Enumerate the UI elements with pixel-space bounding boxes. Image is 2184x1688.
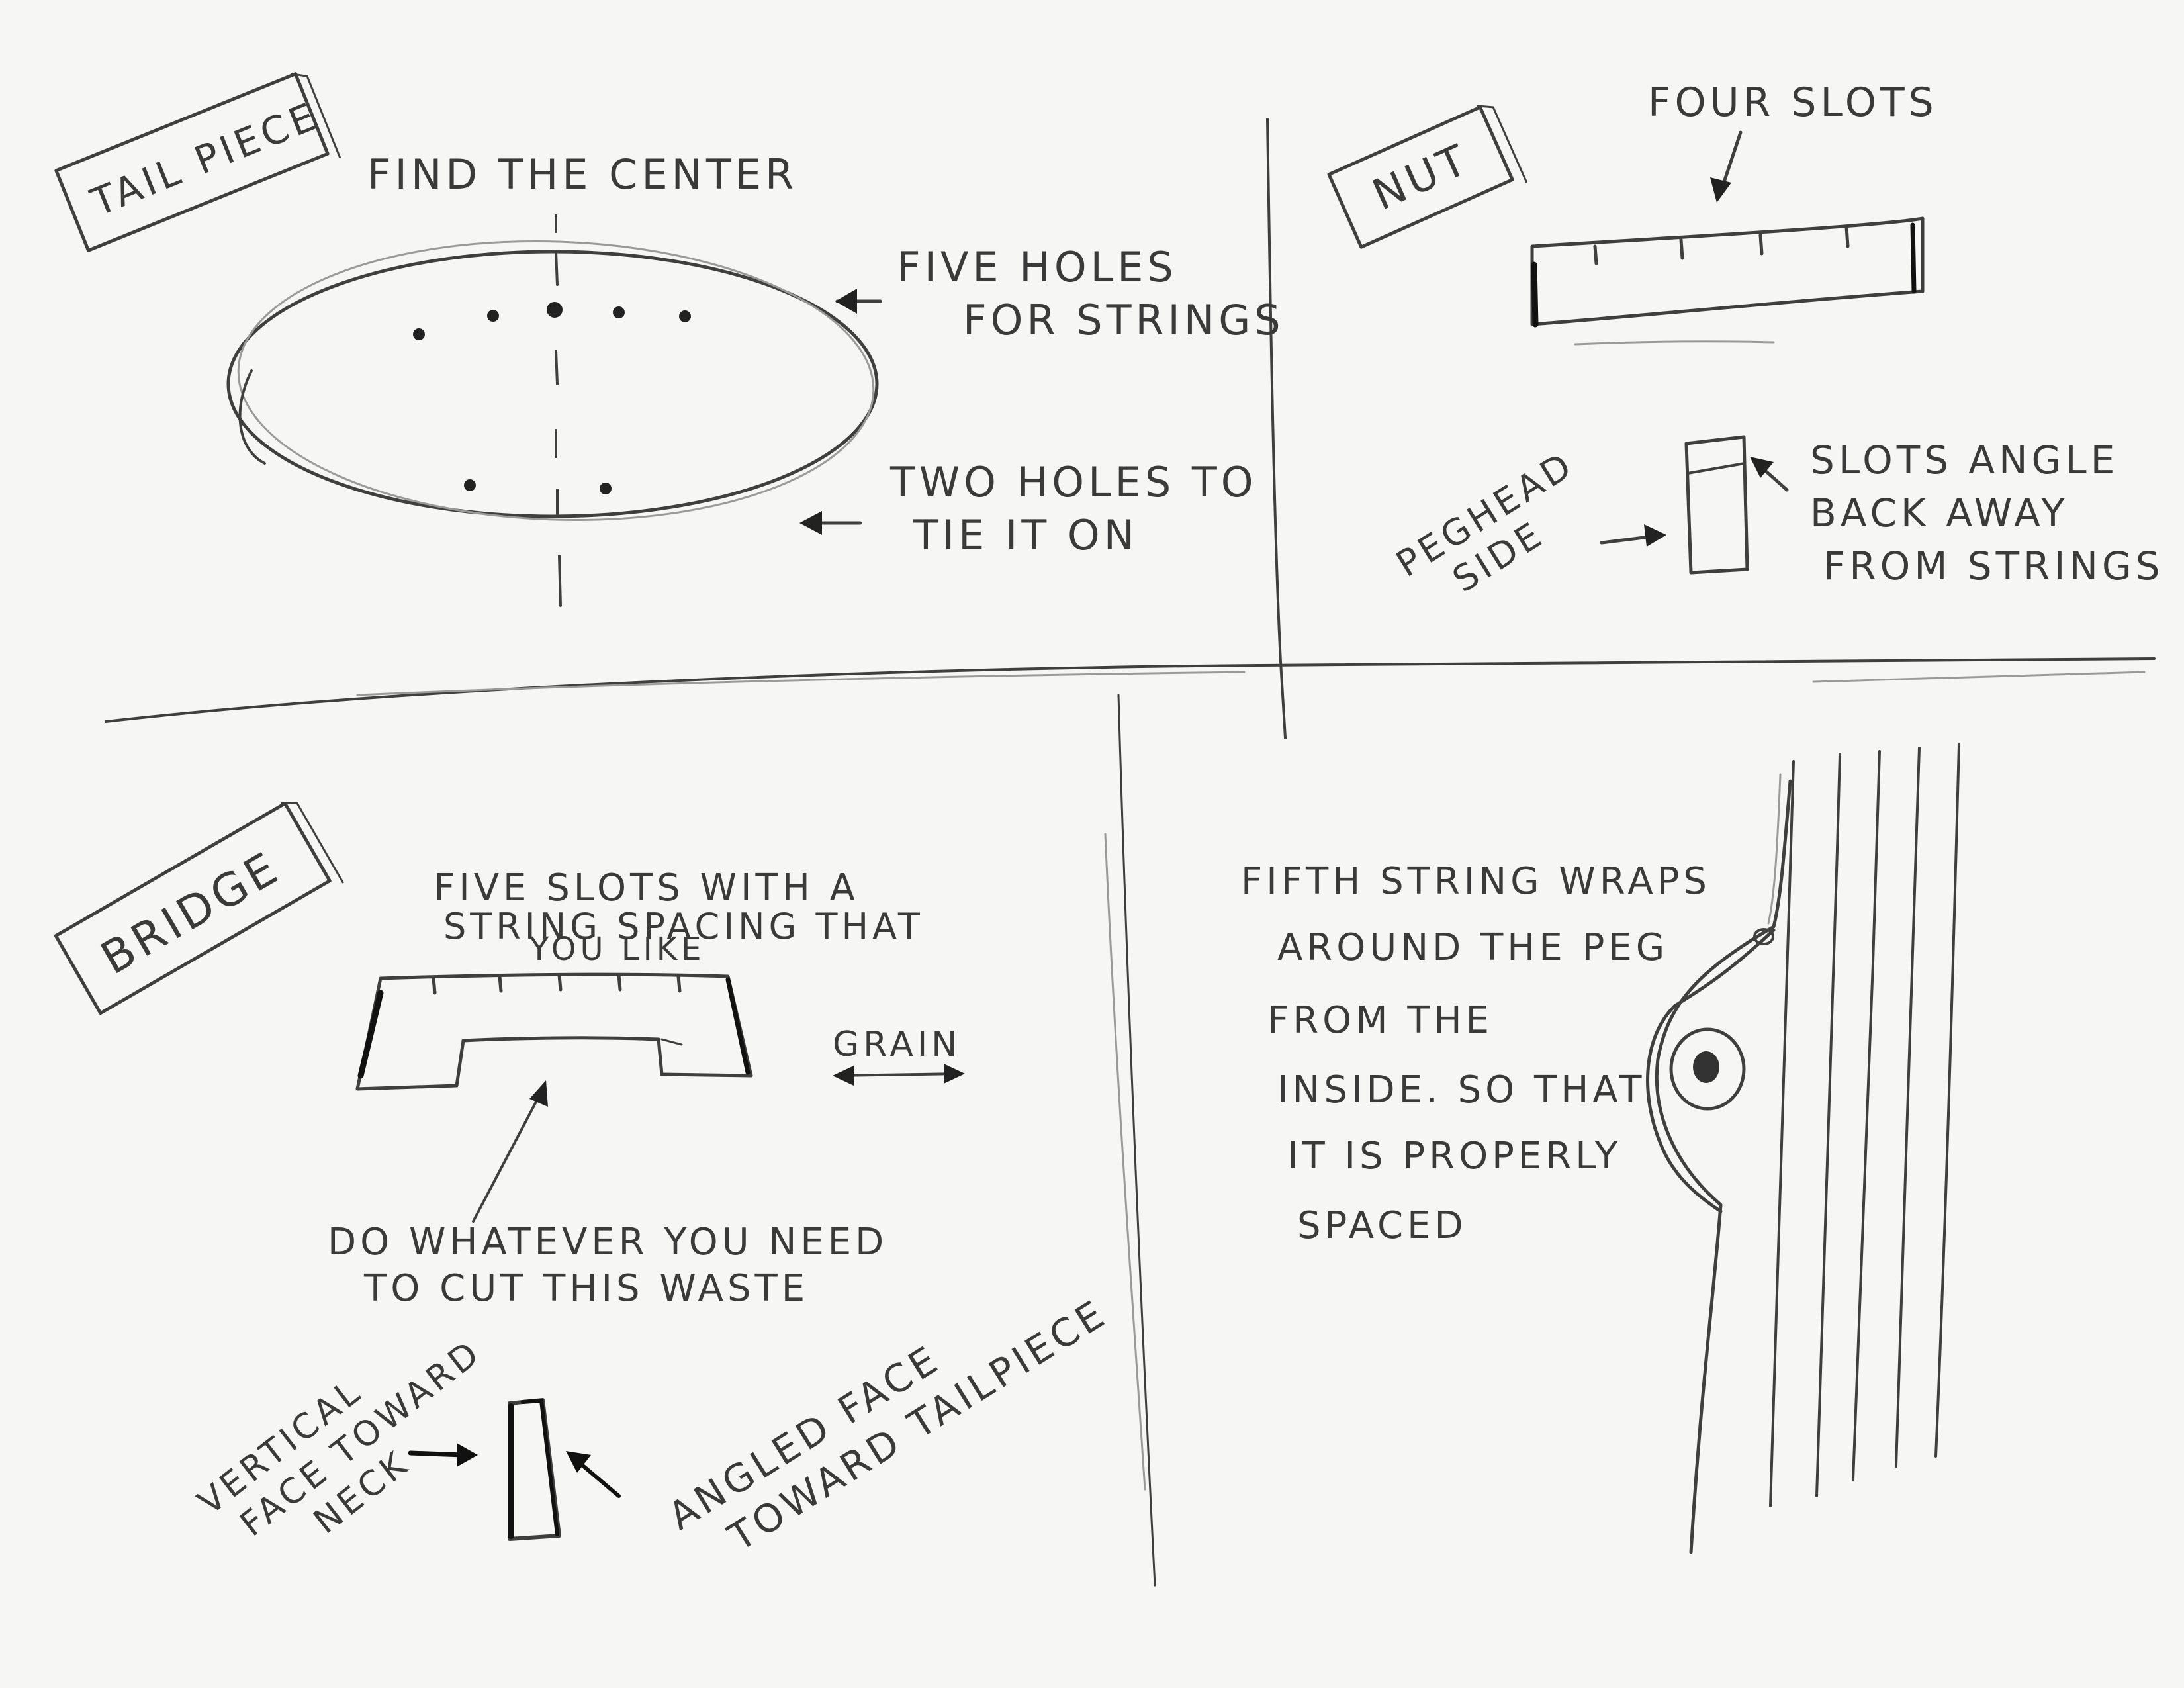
nut-faint-mark (1574, 340, 1775, 346)
fifth-string-post (1753, 928, 1774, 945)
nut-title-box: NUT (1327, 105, 1528, 249)
nut-title: NUT (1365, 134, 1477, 220)
bridge-profile-angled-face (521, 1399, 559, 1536)
five-holes-arrowhead (835, 289, 857, 314)
horizontal-divider-faint-right (1812, 671, 2146, 683)
horizontal-divider (105, 657, 2156, 723)
vertical-face-label: VERTICAL FACE TOWARD NECK (191, 1332, 489, 1544)
bridge-profile (508, 1398, 561, 1541)
waste-arrowhead (529, 1080, 548, 1107)
bridge-title-box: BRIDGE (54, 802, 344, 1015)
slots-angle-label-2: BACK AWAY (1810, 491, 2069, 536)
waste-label-1: DO WHATEVER YOU NEED (328, 1221, 887, 1264)
angled-face-arrowhead (566, 1451, 591, 1473)
nut-end-right (1910, 222, 1917, 294)
angled-face-arrow (574, 1458, 621, 1498)
nut-blank (1530, 216, 1925, 326)
quadrant-dividers (105, 118, 2156, 1587)
vertical-divider-bottom-faint (1104, 833, 1146, 1491)
vertical-divider-bottom (1117, 694, 1156, 1587)
four-slots-label: FOUR SLOTS (1648, 79, 1938, 126)
five-slots-label-1: FIVE SLOTS WITH A (433, 867, 859, 910)
grain-label: GRAIN (833, 1025, 961, 1064)
bridge-section: BRIDGE FIVE SLOTS WITH A STRING SPACING … (54, 802, 1115, 1560)
waste-label-2: TO CUT THIS WASTE (363, 1267, 809, 1310)
slots-angle-arrowhead (1750, 457, 1774, 478)
find-center-label: FIND THE CENTER (367, 150, 797, 199)
five-holes-label-2: FOR STRINGS (963, 296, 1285, 344)
slots-angle-label-1: SLOTS ANGLE (1810, 438, 2118, 483)
peg-note-line-6: SPACED (1297, 1204, 1467, 1247)
center-line (555, 214, 562, 607)
nut-end-left (1531, 261, 1539, 328)
peg-note-line-4: INSIDE. SO THAT (1277, 1068, 1645, 1111)
five-holes-label-1: FIVE HOLES (897, 243, 1177, 291)
bridge-outline (355, 972, 753, 1091)
bridge-cut-edge (660, 1038, 683, 1046)
neck-edge-faint (1767, 773, 1782, 925)
peg-note-line-3: FROM THE (1267, 999, 1493, 1042)
string-holes (413, 302, 691, 340)
four-slots-arrowhead (1710, 177, 1731, 203)
peg-section: FIFTH STRING WRAPS AROUND THE PEG FROM T… (1241, 743, 1960, 1554)
fifth-string (1646, 928, 1776, 1213)
slots-angle-label-3: FROM STRINGS (1823, 543, 2164, 588)
tailpiece-edge-stroke (238, 369, 266, 465)
bridge-title: BRIDGE (93, 841, 290, 985)
vertical-face-arrow (408, 1450, 466, 1458)
peghead-side-arrowhead (1644, 524, 1666, 547)
nut-profile (1684, 435, 1749, 575)
tailpiece-outline-sketch (237, 240, 875, 522)
tailpiece-outline (226, 250, 879, 518)
bridge-right-foot (725, 977, 751, 1075)
tailpiece-title: TAIL PIECE (84, 93, 325, 225)
vertical-face-arrowhead (457, 1443, 478, 1467)
tailpiece-section: TAIL PIECE FIND THE CENTER FIVE HOLES FO… (54, 72, 1285, 607)
five-slots-label-3: YOU LIKE (529, 931, 705, 968)
grain-arrow (836, 1072, 961, 1077)
peg-center (1693, 1051, 1719, 1083)
peg-outline (1669, 1027, 1746, 1111)
nut-profile-angle (1686, 462, 1746, 475)
two-holes-label-2: TIE IT ON (913, 511, 1138, 559)
neck-edge (1655, 779, 1792, 1554)
peg-note-line-5: IT IS PROPERLY (1287, 1135, 1621, 1178)
peg-note-line-1: FIFTH STRING WRAPS (1241, 860, 1711, 903)
two-holes-label-1: TWO HOLES TO (889, 458, 1257, 506)
grain-arrowhead-right (944, 1064, 965, 1084)
tie-holes (464, 479, 612, 494)
angled-face-label-2: TOWARD TAILPIECE (720, 1290, 1115, 1560)
two-holes-arrowhead (799, 511, 822, 535)
five-slots-label-2: STRING SPACING THAT (443, 906, 924, 947)
tailpiece-title-box: TAIL PIECE (54, 72, 341, 252)
nut-section: NUT FOUR SLOTS PEGHEAD SIDE SLOTS ANGLE … (1327, 79, 2164, 601)
horizontal-divider-faint (356, 671, 1246, 696)
vertical-divider-top (1266, 118, 1287, 739)
waste-arrow (472, 1094, 541, 1223)
peg-note-line-2: AROUND THE PEG (1277, 926, 1668, 969)
grain-arrowhead-left (833, 1066, 854, 1086)
bridge-left-foot (357, 990, 384, 1079)
bridge-slots (432, 973, 682, 995)
neck-strings (1769, 743, 1960, 1507)
peghead-side-label: PEGHEAD SIDE (1389, 444, 1582, 601)
nut-slots (1593, 225, 1850, 265)
